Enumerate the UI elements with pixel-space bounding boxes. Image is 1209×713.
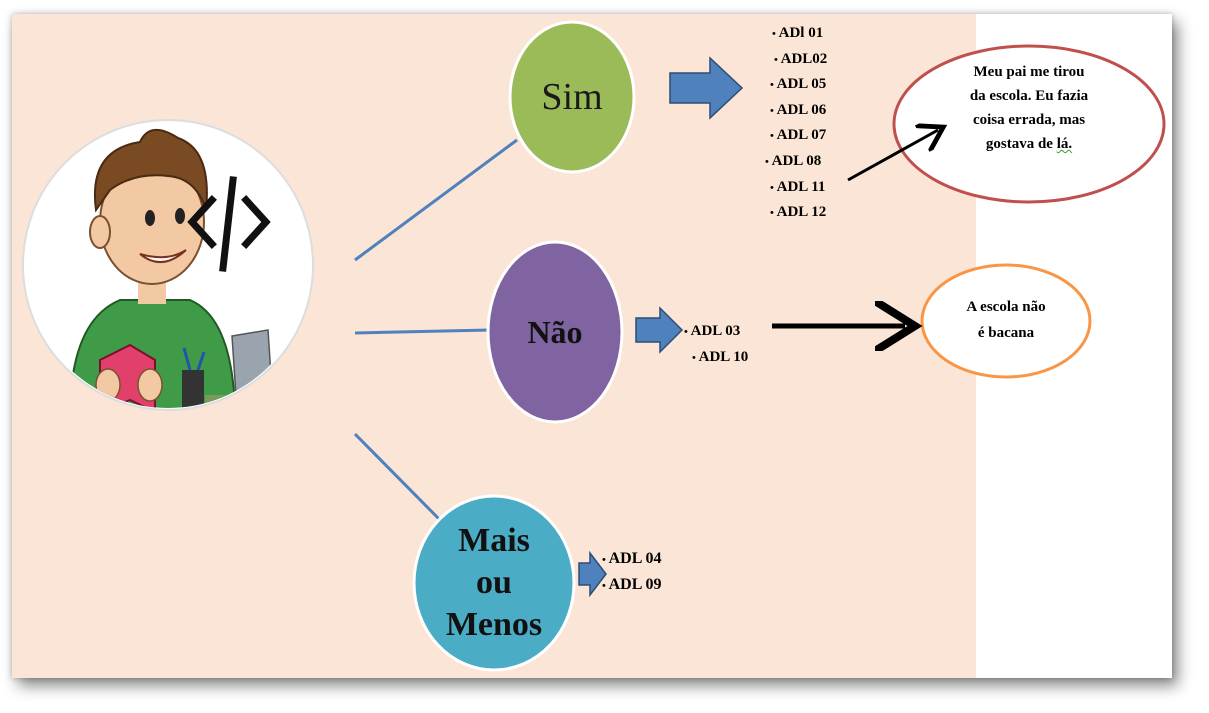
avatar [22,119,314,411]
callout-sim-line-3: coisa errada, mas [972,112,1086,128]
list-item: ADL 03 [684,319,748,345]
connector-sim [354,138,518,262]
node-sim [508,20,636,174]
list-item: ADL02 [762,47,828,73]
node-sim-label: Sim [510,62,634,132]
nao-text: Não [527,313,583,350]
callout-nao-line-2: é bacana [977,325,1035,341]
callout-sim-line-4: gostava de lá. [929,132,1129,156]
list-item: ADL 06 [762,98,827,124]
list-nao: ADL 03 ADL 10 [684,319,749,371]
node-nao-label: Não [488,300,622,364]
pointer-arrow-sim [847,130,938,182]
callout-nao-line-1: A escola não [966,299,1046,315]
list-item: ADl 01 [762,21,827,47]
code-icon [187,176,271,272]
list-item: ADL 05 [762,72,827,98]
node-mais-label: Mais ou Menos [414,508,574,658]
list-item: ADL 04 [602,547,662,573]
block-arrow-mais [578,550,607,598]
callout-sim-text: Meu pai me tirou da escola. Eu fazia coi… [929,60,1129,156]
list-item: ADL 08 [762,149,827,175]
node-nao [486,240,624,424]
callout-sim-underlined-word: lá. [1056,136,1073,152]
list-item: ADL 10 [684,345,749,371]
callout-nao-text: A escola não é bacana [936,294,1076,346]
connector-mais [353,432,442,522]
list-item: ADL 09 [602,573,662,599]
callout-sim-line-4-text: gostava de [985,136,1057,152]
mais-line-1: Mais [458,522,530,559]
callout-sim-line-2: da escola. Eu fazia [969,88,1089,104]
list-item: ADL 11 [762,175,827,201]
block-arrow-sim [669,56,744,120]
list-mais: ADL 04 ADL 09 [602,547,662,598]
list-item: ADL 12 [762,200,827,226]
node-mais [412,494,576,672]
sim-text: Sim [541,76,603,118]
mais-line-2: ou [476,564,512,601]
list-item: ADL 07 [762,123,827,149]
callout-sim-line-1: Meu pai me tirou [973,64,1085,80]
block-arrow-nao [635,306,684,354]
mais-line-3: Menos [445,606,543,643]
list-sim: ADl 01 ADL02 ADL 05 ADL 06 ADL 07 ADL 08… [762,21,828,226]
callout-sim-ellipse [892,44,1166,204]
connector-nao [354,328,491,335]
